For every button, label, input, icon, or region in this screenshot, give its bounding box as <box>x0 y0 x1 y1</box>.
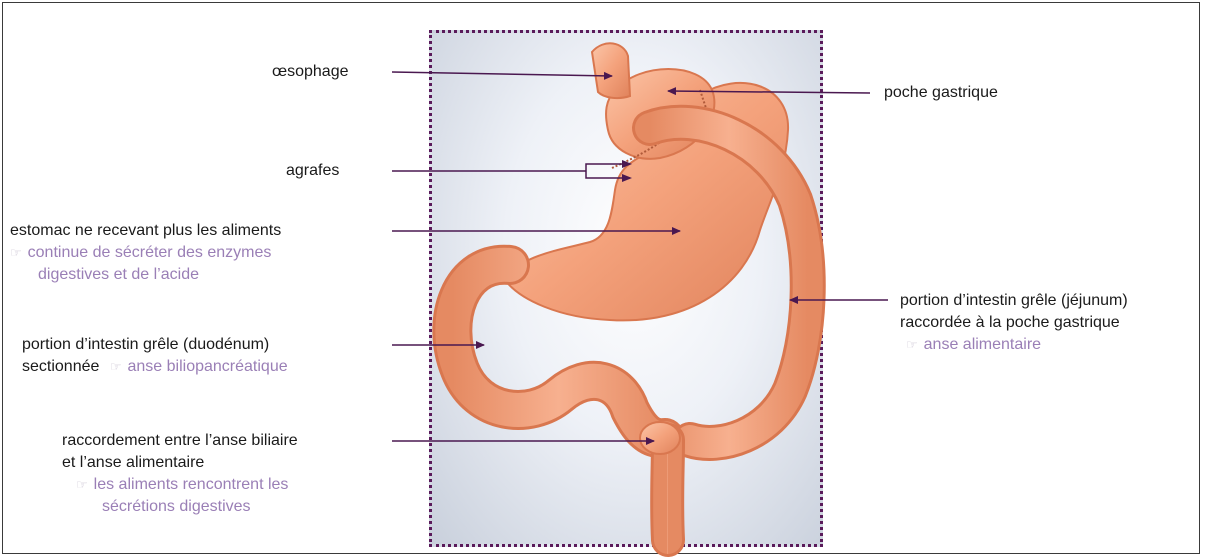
label-estomac-title: estomac ne recevant plus les aliments <box>10 220 281 242</box>
label-duodenum-sectionnee: sectionnée <box>22 358 99 375</box>
label-duodenum-line1: portion d’intestin grêle (duodénum) <box>22 334 288 356</box>
label-jejunum: portion d’intestin grêle (jéjunum) racco… <box>900 290 1128 356</box>
hand-pointer-icon: ☞ <box>110 359 122 374</box>
label-jejunum-line2: raccordée à la poche gastrique <box>900 312 1128 334</box>
label-estomac-note-line1: continue de sécréter des enzymes <box>28 244 272 261</box>
label-jejunum-note-text: anse alimentaire <box>924 336 1041 353</box>
label-raccordement: raccordement entre l’anse biliaire et l’… <box>62 430 298 518</box>
label-raccordement-note-line1: les aliments rencontrent les <box>94 476 289 493</box>
pointer-line-oesophage <box>392 72 612 76</box>
label-estomac: estomac ne recevant plus les aliments ☞ c… <box>10 220 281 286</box>
label-raccordement-note-line2: sécrétions digestives <box>62 496 298 518</box>
label-duodenum-note-text: anse biliopancréatique <box>128 358 288 375</box>
esophagus <box>592 43 630 98</box>
label-raccordement-line2: et l’anse alimentaire <box>62 452 298 474</box>
anastomosis <box>640 422 680 454</box>
common-channel <box>667 440 668 540</box>
label-estomac-note-line2: digestives et de l’acide <box>10 264 281 286</box>
hand-pointer-icon: ☞ <box>10 245 22 260</box>
label-estomac-note: ☞ continue de sécréter des enzymes <box>10 242 281 264</box>
label-raccordement-note: ☞ les aliments rencontrent les <box>62 474 298 496</box>
hand-pointer-icon: ☞ <box>76 477 88 492</box>
hand-pointer-icon: ☞ <box>906 337 918 352</box>
label-duodenum-note: ☞ anse biliopancréatique <box>110 358 288 375</box>
label-poche-gastrique: poche gastrique <box>884 82 998 104</box>
label-raccordement-line1: raccordement entre l’anse biliaire <box>62 430 298 452</box>
label-jejunum-line1: portion d’intestin grêle (jéjunum) <box>900 290 1128 312</box>
label-duodenum-line2: sectionnée ☞ anse biliopancréatique <box>22 356 288 378</box>
label-agrafes: agrafes <box>286 160 339 182</box>
label-duodenum: portion d’intestin grêle (duodénum) sect… <box>22 334 288 378</box>
label-oesophage: œsophage <box>272 61 349 83</box>
label-jejunum-note: ☞ anse alimentaire <box>900 334 1128 356</box>
